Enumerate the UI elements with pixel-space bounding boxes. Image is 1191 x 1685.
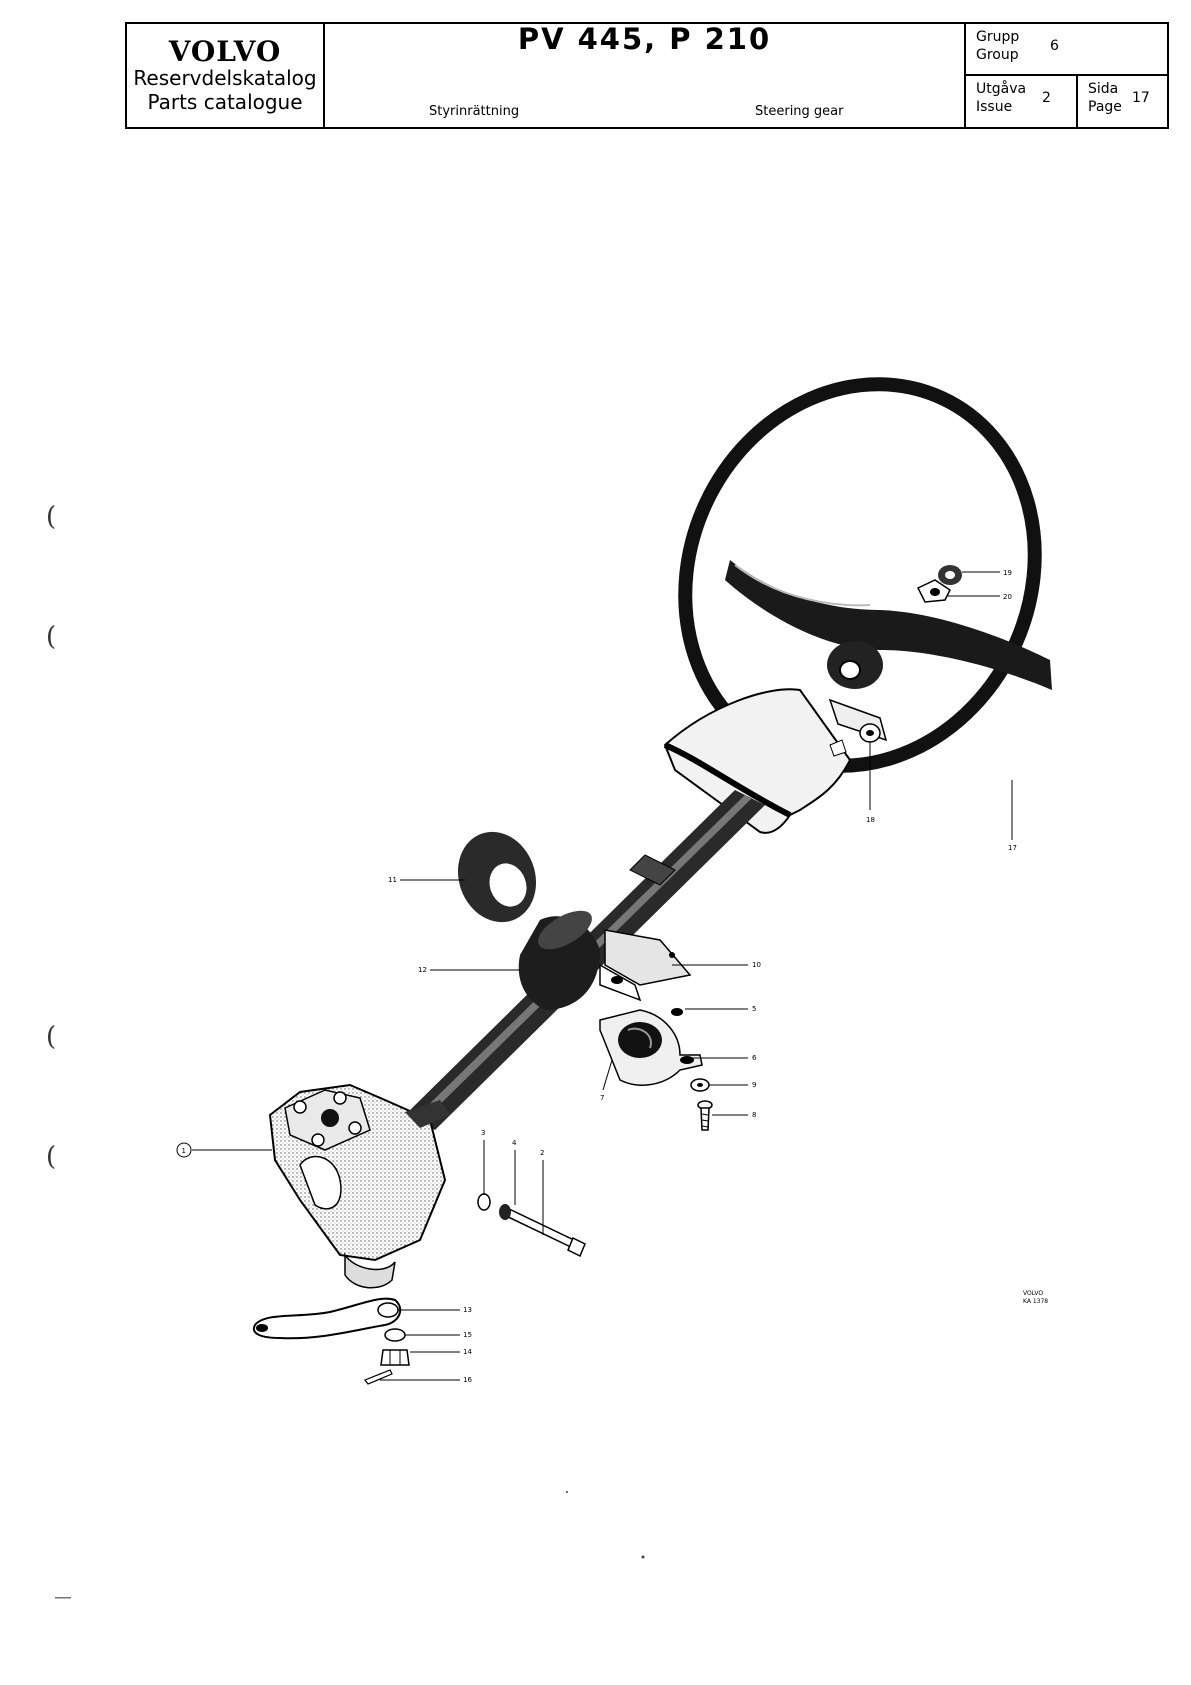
callout-18: 18 [866,816,875,824]
steering-box [268,1083,450,1289]
callout-5: 5 [752,1005,756,1013]
section-title-sv: Styrinrättning [429,104,520,119]
drawing-reference: VOLVO KA 1378 [1023,1290,1048,1306]
callout-15: 15 [463,1331,472,1339]
issue-cell: Utgåva Issue 2 [966,76,1078,127]
issue-label-sv: Utgåva [976,81,1027,97]
callout-12: 12 [418,966,427,974]
catalog-title-sv: Reservdelskatalog [133,66,317,90]
group-value: 6 [1050,38,1059,54]
column-bracket [599,929,692,1002]
binding-hole-mark: ( [46,622,57,652]
mounting-bolt [501,1205,586,1258]
callout-17: 17 [1008,844,1017,852]
callout-4: 4 [512,1139,517,1147]
cotter-pin [364,1369,393,1385]
model-title: PV 445, P 210 [517,22,772,56]
binding-hole-mark: ( [46,1142,57,1172]
spring-washer [499,1204,511,1220]
flat-washer [477,1193,491,1211]
binding-hole-mark: ( [46,502,57,532]
hub-nut [938,565,962,585]
page-label-en: Page [1088,99,1122,115]
leader-lines [192,571,1013,1381]
scan-specks [55,1491,645,1599]
issue-label-en: Issue [976,99,1013,115]
callout-1: 1 [182,1147,186,1155]
title-cell: PV 445, P 210 Styrinrättning Steering ge… [325,22,966,127]
tab-washer [916,579,951,603]
page-cell: Sida Page 17 [1078,76,1167,127]
clamp-bolt [697,1100,713,1131]
header-box: VOLVO Reservdelskatalog Parts catalogue … [125,22,1169,129]
drawing-ref-number: KA 1378 [1023,1298,1049,1305]
callout-8: 8 [752,1111,756,1119]
section-title-en: Steering gear [755,104,844,119]
issue-value: 2 [1042,90,1051,106]
column-grommet [518,910,600,1010]
brand-cell: VOLVO Reservdelskatalog Parts catalogue [127,24,325,127]
spacer-sleeve [828,698,888,743]
drawing-ref-brand: VOLVO [1023,1290,1044,1297]
column-shroud [663,688,852,834]
callout-7: 7 [600,1094,604,1102]
cover-plate [457,831,537,923]
catalog-title-en: Parts catalogue [147,90,303,114]
callout-11: 11 [388,876,397,884]
binding-hole-mark: ( [46,1022,57,1052]
volvo-logo: VOLVO [168,35,282,68]
callout-labels: 1 2 3 4 5 6 7 8 9 10 11 12 13 14 15 16 1… [176,569,1017,1384]
callout-9: 9 [752,1081,756,1089]
group-label-en: Group [976,47,1019,63]
callout-1-circle [176,1142,192,1158]
callout-6: 6 [752,1054,757,1062]
page-value: 17 [1132,90,1150,106]
callout-14: 14 [463,1348,472,1356]
pitman-arm [252,1297,402,1340]
callout-20: 20 [1003,593,1012,601]
callout-2: 2 [540,1149,544,1157]
callout-13: 13 [463,1306,472,1314]
group-label-sv: Grupp [976,29,1020,45]
castle-nut [380,1349,410,1366]
page-label-sv: Sida [1088,81,1119,97]
callout-3: 3 [481,1129,485,1137]
pitman-washer [384,1328,406,1342]
callout-10: 10 [752,961,761,969]
callout-16: 16 [463,1376,472,1384]
group-cell: Grupp Group 6 [966,24,1167,76]
callout-19: 19 [1003,569,1012,577]
clamp-rubber [618,1022,662,1058]
clamp-washer [690,1078,710,1092]
